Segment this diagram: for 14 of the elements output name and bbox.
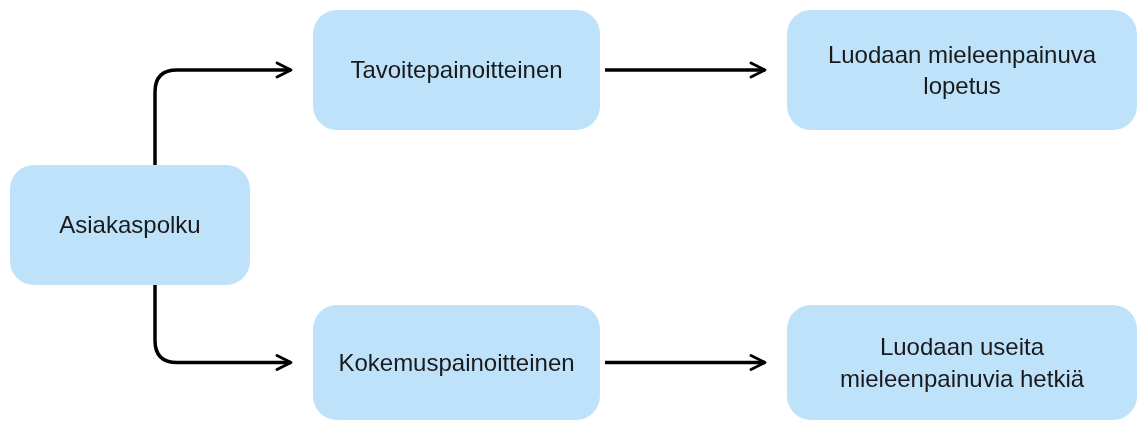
node-label: Kokemuspainoitteinen xyxy=(338,347,575,378)
process-box xyxy=(313,305,600,420)
arrow xyxy=(153,61,293,165)
arrow xyxy=(153,285,293,371)
node-label: Luodaan mieleenpainuva lopetus xyxy=(826,39,1098,101)
process-box xyxy=(787,10,1137,130)
node-label: Luodaan useita mieleenpainuvia hetkiä xyxy=(838,332,1086,394)
process-box xyxy=(787,305,1137,420)
node-label: Tavoitepainoitteinen xyxy=(350,55,563,86)
arrow xyxy=(605,61,767,79)
arrow xyxy=(605,354,767,371)
process-box xyxy=(313,10,600,130)
node-label: Asiakaspolku xyxy=(59,210,201,241)
process-box xyxy=(10,165,250,285)
